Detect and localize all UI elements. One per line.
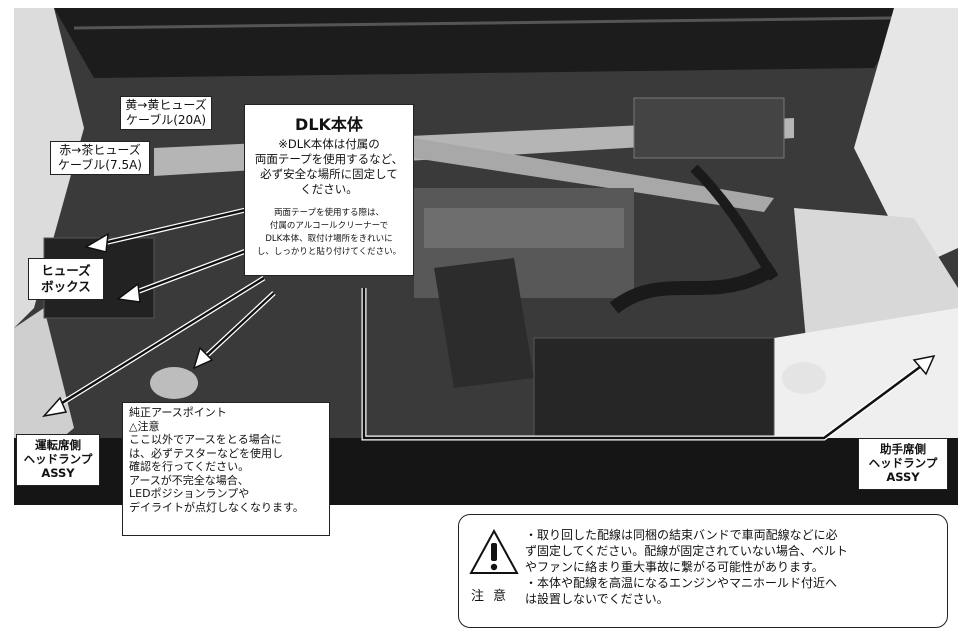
dlk-title: DLK本体: [295, 115, 363, 134]
caution-text: ・取り回した配線は同梱の結束バンドで車両配線などに必 ず固定してください。配線が…: [525, 527, 945, 607]
caution-line: ず固定してください。配線が固定されていない場合、ベルト: [525, 544, 848, 558]
passenger-headlamp-label: 助手席側 ヘッドランプ ASSY: [858, 438, 948, 490]
caution-line: ・本体や配線を高温になるエンジンやマニホールド付近へ: [525, 576, 838, 590]
label-line: ASSY: [886, 470, 920, 484]
earth-line: 確認を行ってください。: [129, 460, 250, 473]
caution-line: は設置しないでください。: [525, 592, 669, 606]
label-line: ボックス: [41, 279, 91, 294]
earth-line: デイライトが点灯しなくなります。: [129, 500, 304, 514]
label-line: ヘッドランプ: [23, 452, 93, 466]
label-line: ケーブル(7.5A): [58, 158, 142, 172]
label-line: ヒューズ: [41, 263, 91, 278]
earth-line: アースが不完全な場合、: [129, 473, 249, 487]
dlk-sub-line: 付属のアルコールクリーナーで: [269, 221, 389, 231]
earth-line: は、必ずテスターなどを使用し: [129, 446, 283, 460]
label-line: ASSY: [41, 466, 75, 480]
dlk-sub-line: し、しっかりと貼り付けてください。: [256, 247, 402, 257]
label-line: 赤→茶ヒューズ: [59, 143, 141, 157]
dlk-note-line: 両面テープを使用するなど、: [254, 152, 404, 166]
label-line: 運転席側: [35, 438, 81, 452]
dlk-sub-line: DLK本体、取付け場所をきれいに: [265, 234, 393, 244]
earth-line: LEDポジションランプや: [129, 487, 250, 500]
dlk-note-line: ※DLK本体は付属の: [278, 137, 380, 151]
driver-headlamp-label: 運転席側 ヘッドランプ ASSY: [16, 434, 100, 486]
label-line: 黄→黄ヒューズ: [125, 98, 207, 112]
fuse-cable-red-label: 赤→茶ヒューズ ケーブル(7.5A): [50, 141, 150, 175]
earth-line: 純正アースポイント: [129, 406, 227, 419]
earth-point-label: 純正アースポイント △注意 ここ以外でアースをとる場合に は、必ずテスターなどを…: [122, 402, 330, 536]
warning-icon: [469, 529, 519, 574]
earth-line: △注意: [129, 419, 160, 433]
dlk-note-line: ください。: [300, 182, 358, 196]
dlk-note-line: 必ず安全な場所に固定して: [260, 167, 398, 181]
caution-line: やファンに絡まり重大事故に繋がる可能性があります。: [525, 560, 824, 574]
caution-box: 注意 ・取り回した配線は同梱の結束バンドで車両配線などに必 ず固定してください。…: [458, 514, 948, 628]
label-line: ケーブル(20A): [125, 113, 207, 127]
earth-line: ここ以外でアースをとる場合に: [129, 433, 282, 446]
label-line: ヘッドランプ: [868, 456, 938, 470]
caution-kanji: 注意: [471, 589, 516, 604]
fuse-box-label: ヒューズ ボックス: [28, 258, 104, 300]
caution-line: ・取り回した配線は同梱の結束バンドで車両配線などに必: [525, 528, 838, 542]
label-line: 助手席側: [880, 442, 926, 456]
fuse-cable-yellow-label: 黄→黄ヒューズ ケーブル(20A): [120, 96, 212, 130]
dlk-unit-label: DLK本体 ※DLK本体は付属の 両面テープを使用するなど、 必ず安全な場所に固…: [244, 104, 414, 276]
dlk-sub-line: 両面テープを使用する際は、: [274, 208, 384, 218]
